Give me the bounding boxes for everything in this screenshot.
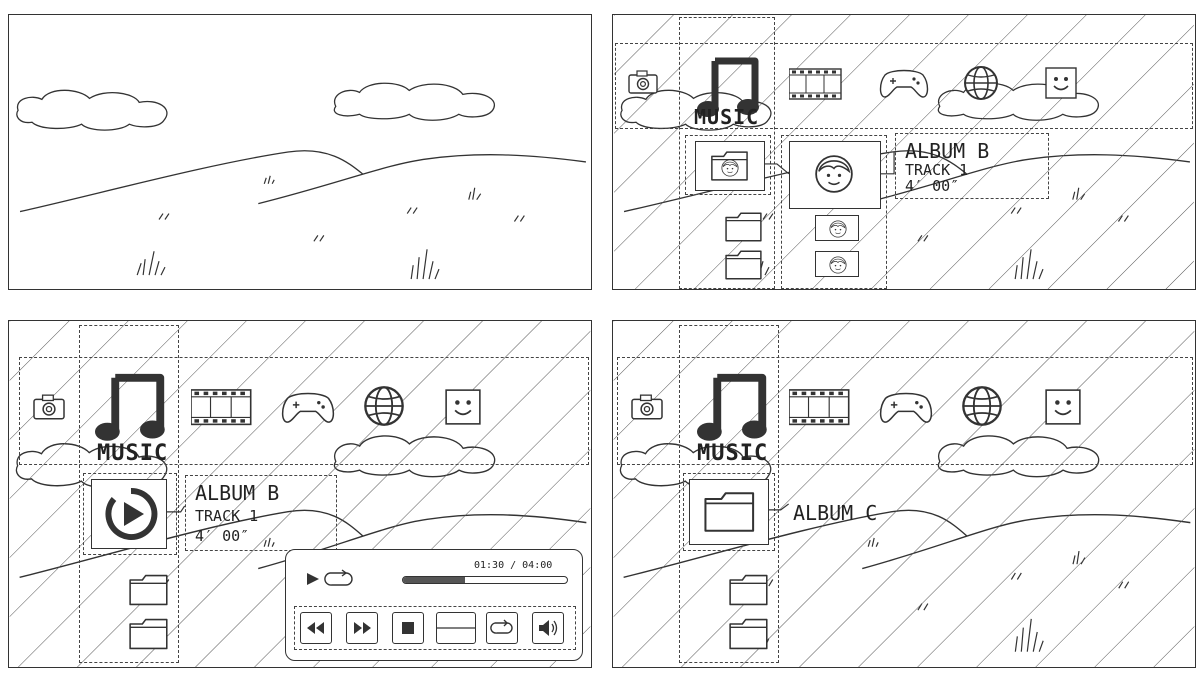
repeat-icon	[324, 569, 353, 586]
play-circle-icon	[105, 487, 158, 540]
folder-album-c[interactable]	[689, 479, 769, 545]
category-bar	[617, 357, 1193, 465]
volume-button[interactable]	[532, 612, 564, 644]
progress-bar[interactable]	[402, 576, 568, 584]
rewind-button[interactable]	[300, 612, 332, 644]
connector-lines	[166, 505, 186, 513]
music-label: MUSIC	[697, 441, 769, 466]
panel-album-c: MUSIC ALBUM C	[612, 320, 1196, 668]
music-column	[679, 325, 779, 663]
folder-album-b[interactable]	[695, 141, 765, 191]
track-thumbnail-selected[interactable]	[789, 141, 881, 209]
album-title: ALBUM B	[195, 481, 280, 505]
progress-fill	[403, 577, 465, 583]
connector-lines	[765, 152, 895, 175]
connector-lines	[768, 503, 790, 511]
track-list	[781, 135, 887, 289]
track-thumbnail[interactable]	[815, 251, 859, 277]
play-state-icon	[307, 573, 319, 585]
music-label: MUSIC	[97, 441, 169, 466]
landscape-background	[16, 82, 587, 280]
panel-album-browse: MUSIC ALBUM B TRACK 1 4′ 00″	[612, 14, 1196, 290]
folder-highlight	[683, 473, 775, 551]
track-duration: 4′ 00″	[905, 177, 960, 195]
category-bar	[19, 357, 589, 465]
music-column	[679, 17, 775, 289]
time-display: 01:30 / 04:00	[474, 560, 553, 571]
panel-landscape	[8, 14, 592, 290]
repeat-icon	[490, 619, 513, 634]
player-panel: 01:30 / 04:00	[285, 549, 583, 661]
stop-button[interactable]	[392, 612, 424, 644]
fast-forward-icon	[354, 622, 371, 634]
category-bar	[615, 43, 1193, 129]
control-row	[294, 606, 576, 650]
album-title: ALBUM B	[905, 139, 990, 163]
music-column	[79, 325, 179, 663]
play-highlight	[83, 473, 177, 555]
stop-icon	[402, 622, 414, 634]
volume-icon	[539, 620, 558, 636]
album-info-box	[895, 133, 1049, 199]
track-thumbnail[interactable]	[815, 215, 859, 241]
repeat-button[interactable]	[486, 612, 518, 644]
blank-button[interactable]	[436, 612, 476, 644]
track-name: TRACK 1	[905, 161, 969, 179]
album-info-box	[185, 475, 337, 551]
blank-icon	[437, 627, 475, 629]
music-label: MUSIC	[694, 105, 760, 129]
play-button[interactable]	[91, 479, 167, 549]
fast-forward-button[interactable]	[346, 612, 378, 644]
track-name: TRACK 1	[195, 507, 259, 525]
rewind-icon	[307, 622, 324, 634]
album-title: ALBUM C	[793, 501, 878, 525]
panel-playback: MUSIC ALBUM B TRACK 1 4′ 00″ 01:30 / 04:…	[8, 320, 592, 668]
track-duration: 4′ 00″	[195, 527, 250, 545]
folder-highlight	[685, 135, 771, 195]
